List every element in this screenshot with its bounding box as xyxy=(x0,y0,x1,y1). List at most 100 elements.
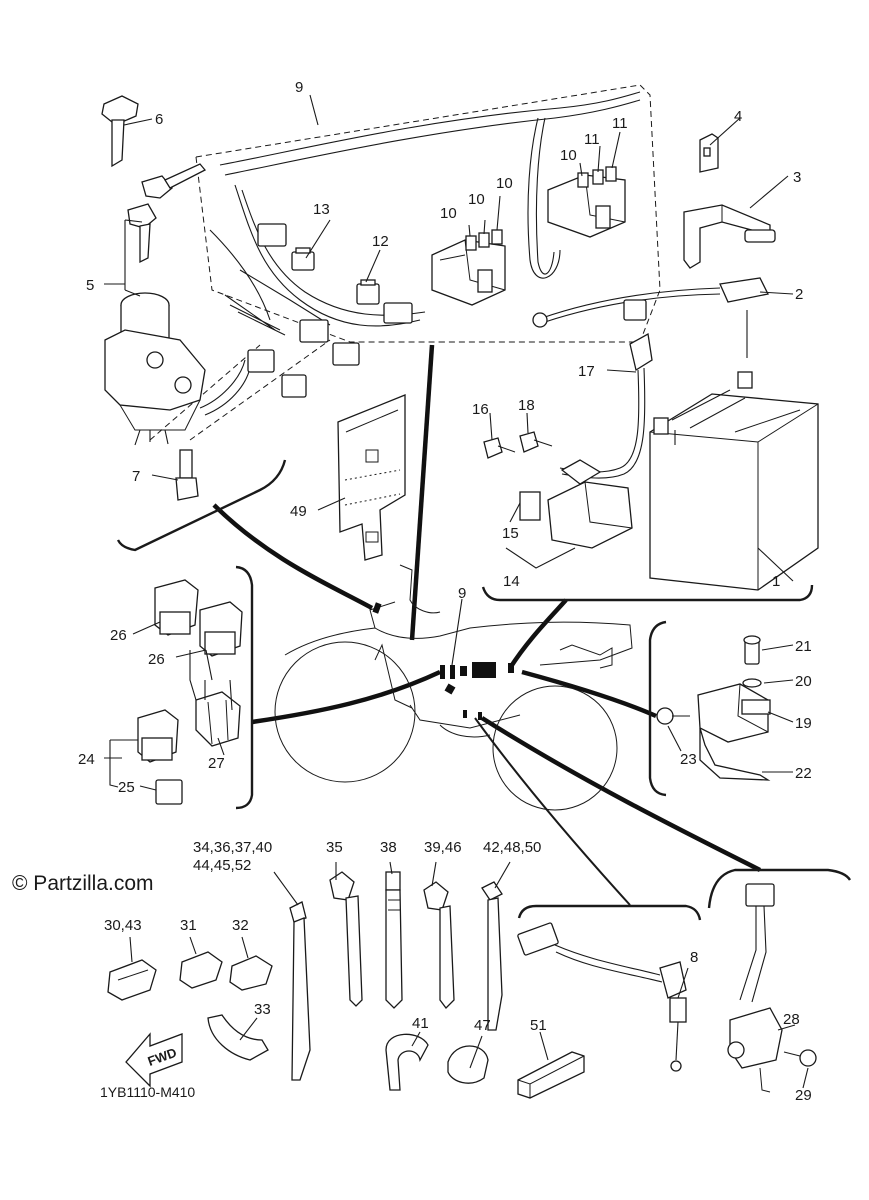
harness-connector xyxy=(257,223,287,247)
callout-42-48-50: 42,48,50 xyxy=(483,839,541,856)
callout-numbers: 9 6 5 7 4 3 2 13 12 10 10 10 10 11 11 17… xyxy=(78,79,812,1104)
bolt-18 xyxy=(519,431,553,453)
protector-51 xyxy=(517,1051,585,1099)
callout-8: 8 xyxy=(690,949,698,966)
callout-10-d: 10 xyxy=(560,147,577,164)
assembly-connection-lines xyxy=(212,344,762,906)
clamp-32 xyxy=(229,955,273,991)
callout-28: 28 xyxy=(783,1011,800,1028)
forward-arrow-icon: FWD xyxy=(125,1032,183,1088)
callout-27: 27 xyxy=(208,755,225,772)
callout-2: 2 xyxy=(795,286,803,303)
coil-bracket-22 xyxy=(699,727,771,781)
callout-22: 22 xyxy=(795,765,812,782)
group-brackets xyxy=(116,459,852,921)
starter-relay-14 xyxy=(519,459,633,549)
callout-32: 32 xyxy=(232,917,249,934)
callout-30-43: 30,43 xyxy=(104,917,142,934)
callout-44-45-52: 44,45,52 xyxy=(193,857,251,874)
cable-tie-35 xyxy=(329,871,363,1007)
copyright-notice: © Partzilla.com xyxy=(12,872,154,895)
key-6 xyxy=(101,95,139,168)
callout-10-c: 10 xyxy=(496,175,513,192)
starter-lead-17 xyxy=(559,332,653,479)
callout-11-b: 11 xyxy=(612,115,628,132)
relay-13 xyxy=(291,247,315,271)
cable-tie-38 xyxy=(385,871,403,1009)
callout-47: 47 xyxy=(474,1017,491,1034)
callout-26-b: 26 xyxy=(148,651,165,668)
callout-4: 4 xyxy=(734,108,742,125)
callout-14: 14 xyxy=(503,573,520,590)
callout-41: 41 xyxy=(412,1015,429,1032)
callout-29: 29 xyxy=(795,1087,812,1104)
callout-49: 49 xyxy=(290,503,307,520)
washer-20 xyxy=(742,678,762,688)
callout-11-a: 11 xyxy=(584,131,600,148)
cover-plate-49 xyxy=(337,394,406,561)
bolt-21 xyxy=(743,635,761,665)
harness-connector xyxy=(281,374,307,398)
callout-10-b: 10 xyxy=(468,191,485,208)
coupler-25 xyxy=(155,779,183,805)
battery-1 xyxy=(649,371,819,591)
callout-23: 23 xyxy=(680,751,697,768)
clamp-41 xyxy=(385,1033,429,1091)
clamp-30 xyxy=(107,959,157,1001)
battery-bracket-3 xyxy=(683,204,776,269)
callout-34-36-37-40: 34,36,37,40 xyxy=(193,839,272,856)
callout-16: 16 xyxy=(472,401,489,418)
callout-15: 15 xyxy=(502,525,519,542)
relay-24 xyxy=(137,709,179,763)
callout-12: 12 xyxy=(372,233,389,250)
clamp-47 xyxy=(447,1045,489,1084)
callout-1: 1 xyxy=(772,573,780,590)
keys-5 xyxy=(127,163,207,264)
callout-35: 35 xyxy=(326,839,343,856)
main-switch-5 xyxy=(104,292,206,446)
harness-connector xyxy=(383,302,413,324)
ignition-coil-19 xyxy=(697,683,771,743)
callout-20: 20 xyxy=(795,673,812,690)
callout-33: 33 xyxy=(254,1001,271,1018)
clamp-31 xyxy=(179,951,223,989)
bolt-29 xyxy=(783,1049,817,1067)
relay-26-b xyxy=(199,601,243,657)
callout-39-46: 39,46 xyxy=(424,839,462,856)
callout-38: 38 xyxy=(380,839,397,856)
callout-9-harness: 9 xyxy=(295,79,303,96)
callout-13: 13 xyxy=(313,201,330,218)
relay-12 xyxy=(356,279,380,305)
callout-5: 5 xyxy=(86,277,94,294)
callout-25: 25 xyxy=(118,779,135,796)
callout-7: 7 xyxy=(132,468,140,485)
motorcycle-outline xyxy=(274,564,633,811)
fuse-box-right xyxy=(547,166,626,238)
callout-51: 51 xyxy=(530,1017,547,1034)
drawing-code: 1YB1110-M410 xyxy=(100,1084,195,1100)
callout-18: 18 xyxy=(518,397,535,414)
harness-connector xyxy=(299,319,329,343)
callout-leaders xyxy=(104,94,809,1089)
callout-17: 17 xyxy=(578,363,595,380)
bolt-7 xyxy=(175,449,199,501)
sensor-28 xyxy=(727,883,783,1093)
callout-31: 31 xyxy=(180,917,197,934)
clamp-33 xyxy=(207,1014,269,1061)
bolt-16 xyxy=(483,437,516,459)
callout-10-a: 10 xyxy=(440,205,457,222)
callout-26-a: 26 xyxy=(110,627,127,644)
fuse-box-left xyxy=(431,229,506,306)
callout-24: 24 xyxy=(78,751,95,768)
wire-harness-9 xyxy=(149,84,661,441)
relay-bracket-27 xyxy=(195,691,241,747)
sensor-8 xyxy=(517,922,687,1072)
harness-connector xyxy=(332,342,360,366)
relay-26-a xyxy=(154,579,199,636)
cable-tie-42 xyxy=(481,881,503,1031)
callout-6: 6 xyxy=(155,111,163,128)
cable-tie-39 xyxy=(423,881,455,1009)
battery-band-4 xyxy=(699,133,719,173)
cable-tie-34 xyxy=(289,901,311,1081)
